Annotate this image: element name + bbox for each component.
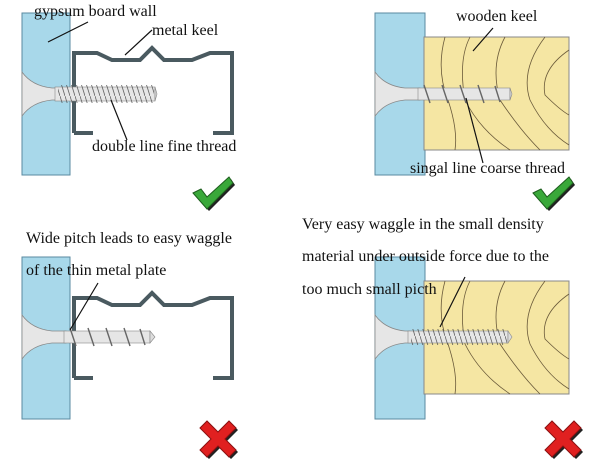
panel-metal-fine [21, 12, 235, 211]
check-icon [192, 176, 235, 211]
label-metal-keel: metal keel [152, 22, 219, 39]
label-singal-line-coarse-thread: singal line coarse thread [410, 160, 566, 177]
label-wooden-keel: wooden keel [456, 8, 538, 25]
caption-wood-fine-line-3: too much small picth [302, 281, 437, 298]
cross-icon [199, 420, 238, 459]
leader-thread [465, 97, 484, 164]
panel-metal-coarse [21, 256, 238, 459]
leader-thread [439, 276, 466, 328]
screw-fine [374, 313, 513, 361]
leader-keel [472, 27, 494, 52]
panel-wood-fine [374, 256, 583, 459]
metal-keel [72, 45, 234, 135]
leader-thread [110, 99, 128, 141]
leader-thread [69, 282, 99, 331]
label-double-line-fine-thread: double line fine thread [92, 138, 237, 155]
cross-icon [544, 420, 583, 459]
leader-keel [124, 29, 153, 56]
label-gypsum-board-wall: gypsum board wall [34, 3, 157, 20]
screw-fine [21, 70, 158, 118]
screw-coarse [374, 70, 513, 118]
caption-wood-fine-line-1: Very easy waggle in the small density [302, 216, 544, 233]
caption-metal-coarse-line-1: Wide pitch leads to easy waggle [26, 230, 232, 247]
caption-wood-fine-line-2: material under outside force due to the [302, 248, 550, 265]
panel-wood-coarse [374, 12, 575, 211]
metal-keel [72, 290, 234, 380]
caption-metal-coarse-line-2: of the thin metal plate [26, 262, 167, 279]
check-icon [532, 176, 575, 211]
leader-wall [47, 21, 89, 43]
screw-coarse [21, 313, 156, 361]
